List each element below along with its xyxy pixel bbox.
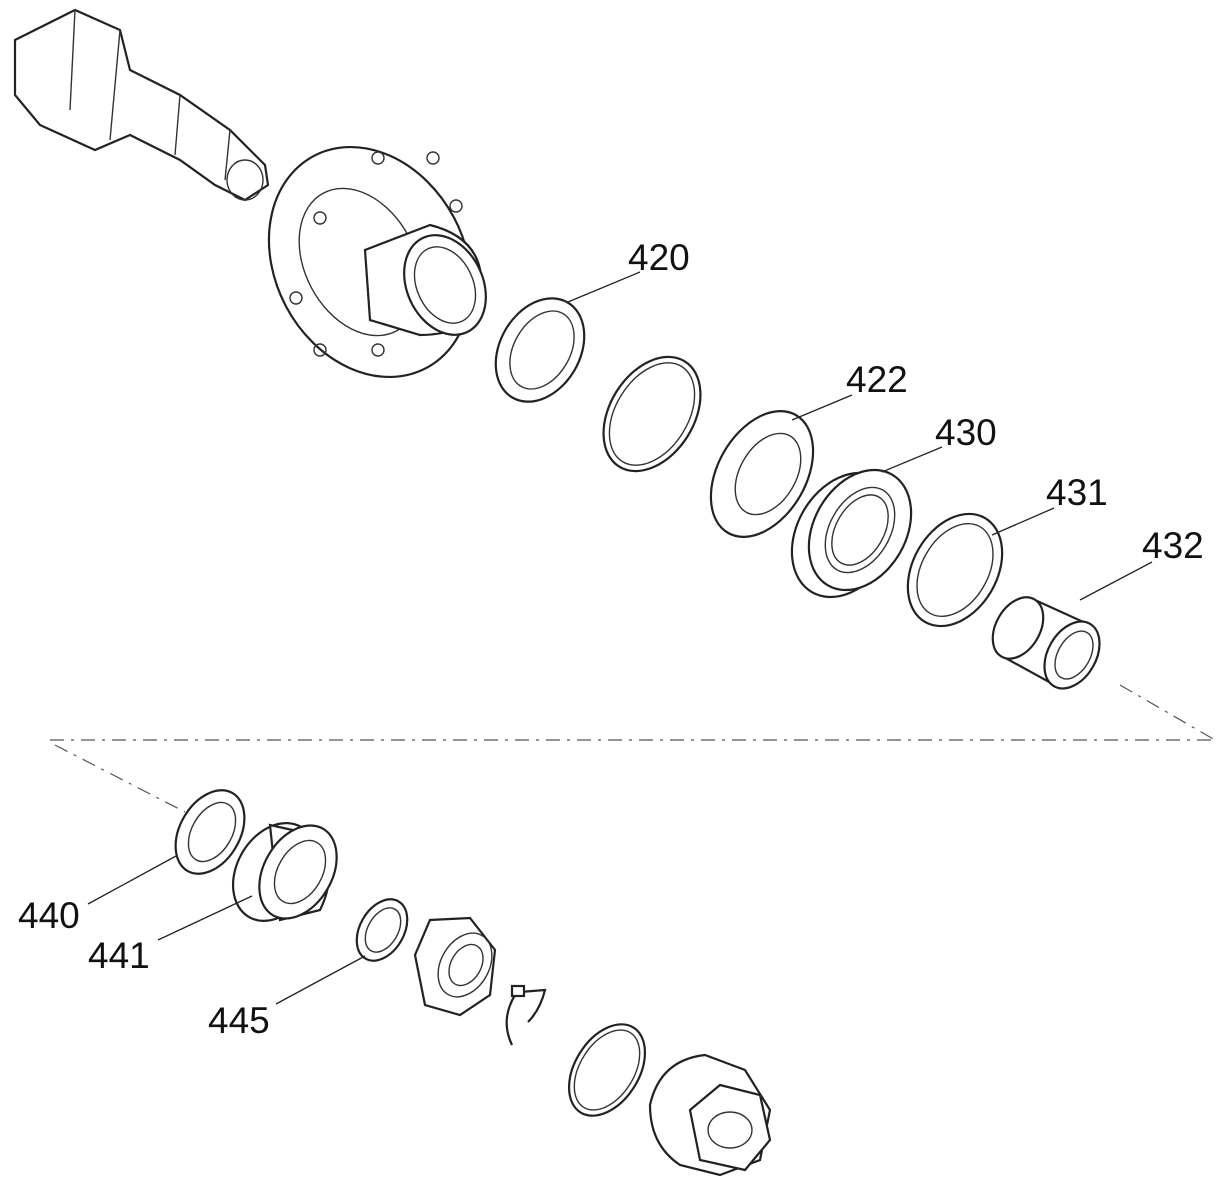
locking-clip <box>505 984 547 1046</box>
part-420-seal-ring <box>494 297 586 403</box>
wheel-hub <box>267 145 487 379</box>
label-440: 440 <box>18 895 80 936</box>
axis-line-upper <box>1119 684 1216 741</box>
part-441-bearing <box>231 822 338 922</box>
spindle <box>13 8 270 202</box>
part-431-washer <box>906 512 1004 628</box>
snap-ring-lower <box>567 1023 647 1117</box>
part-432-sleeve <box>991 596 1101 690</box>
axle-nut <box>413 916 497 1017</box>
part-445-ring <box>355 898 409 962</box>
part-440-washer <box>174 789 246 875</box>
part-430-bearing <box>790 468 913 599</box>
snap-ring-upper <box>602 355 702 473</box>
label-430: 430 <box>935 412 997 453</box>
label-445: 445 <box>208 1000 270 1041</box>
hub-cap <box>648 1053 772 1177</box>
label-431: 431 <box>1046 472 1108 513</box>
label-441: 441 <box>88 935 150 976</box>
label-432: 432 <box>1142 525 1204 566</box>
part-422-sensor-plate <box>709 410 815 538</box>
axis-line-lower <box>54 744 186 813</box>
label-422: 422 <box>846 359 908 400</box>
leader-lines <box>87 271 1153 1005</box>
label-420: 420 <box>628 237 690 278</box>
